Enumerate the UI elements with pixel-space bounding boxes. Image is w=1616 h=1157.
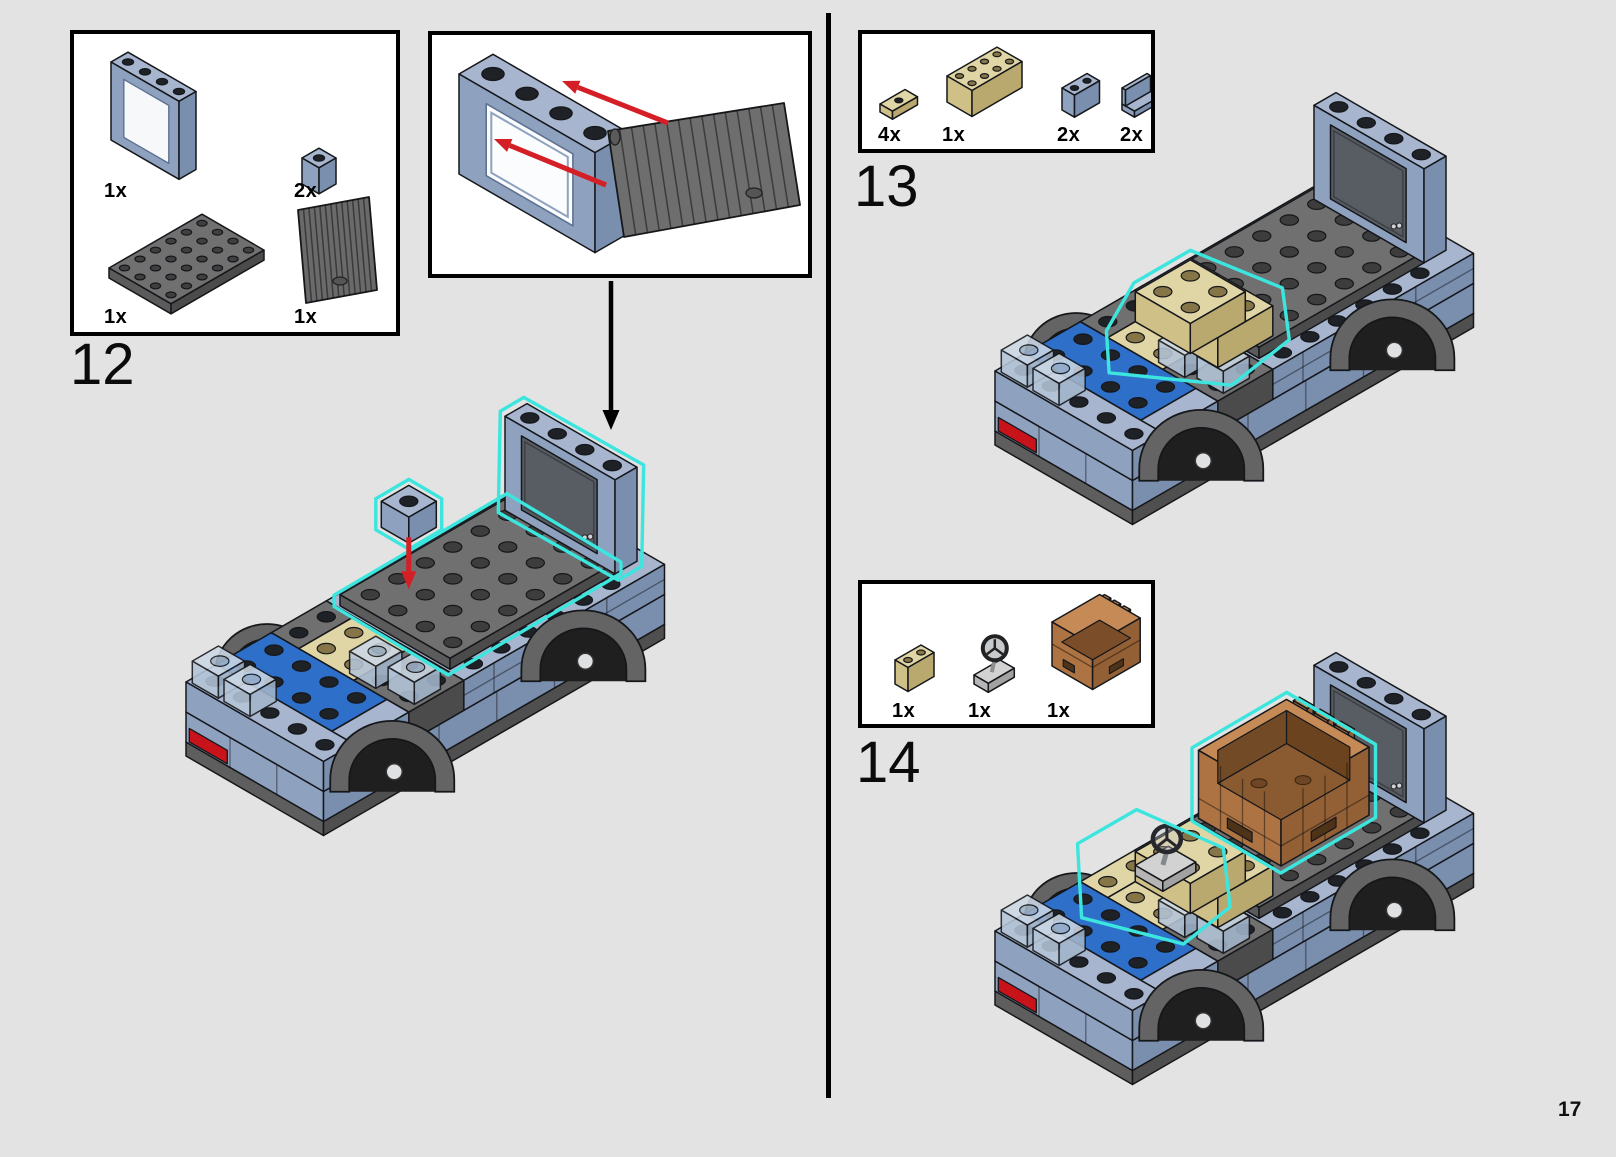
- part-count: 2x: [1057, 124, 1081, 146]
- step-12-detail-inset: [428, 31, 812, 278]
- step-14-parts-box: 1x 1x 1x: [858, 580, 1155, 728]
- step-12-number: 12: [70, 332, 135, 397]
- step-14-build-illustration: [994, 651, 1475, 1086]
- part-count: 2x: [294, 180, 318, 202]
- step-13-parts-box: 4x 1x 2x 2x: [858, 30, 1155, 153]
- part-count: 2x: [1120, 124, 1144, 146]
- step-13-parts-illustration: [879, 46, 1151, 120]
- shutter-insert-diagram: [458, 53, 801, 254]
- part-count: 1x: [942, 124, 966, 146]
- part-count: 4x: [878, 124, 902, 146]
- part-count: 1x: [892, 700, 916, 722]
- section-divider: [826, 13, 831, 1098]
- page-number: 17: [1558, 1098, 1582, 1121]
- part-count: 1x: [1047, 700, 1071, 722]
- step-14-parts-illustration: [894, 593, 1141, 694]
- part-count: 1x: [104, 306, 128, 328]
- part-count: 1x: [294, 306, 318, 328]
- step-13-build-illustration: [994, 91, 1475, 526]
- step-12-parts-box: 1x 2x 1x 1x: [70, 30, 400, 336]
- part-count: 1x: [104, 180, 128, 202]
- step-12-build-illustration: [185, 395, 666, 837]
- step-12-parts-illustration: [108, 51, 378, 315]
- part-count: 1x: [968, 700, 992, 722]
- inset-callout-arrow: [602, 281, 620, 430]
- step-13-number: 13: [854, 154, 919, 219]
- step-14-number: 14: [856, 730, 921, 795]
